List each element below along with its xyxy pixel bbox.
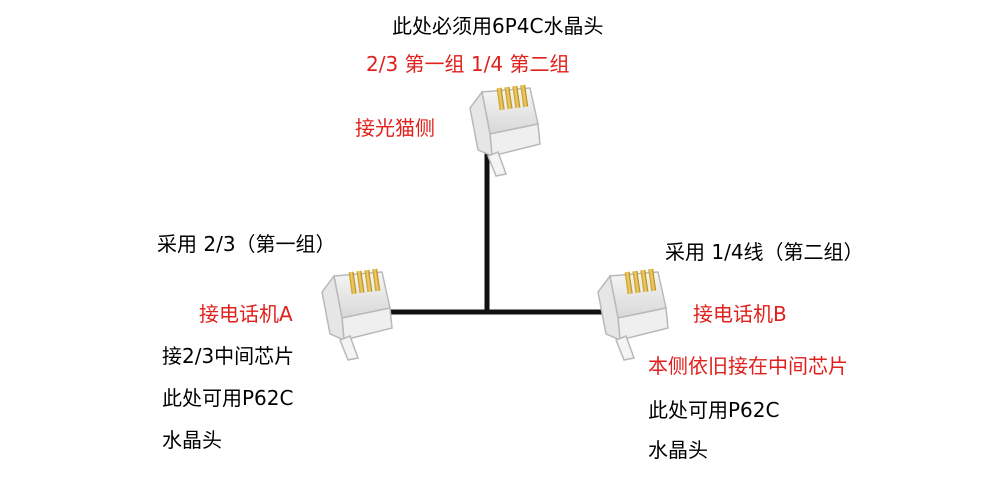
top-label: 接光猫侧 — [355, 116, 435, 140]
right-line1: 本侧依旧接在中间芯片 — [648, 354, 848, 378]
right-line2: 此处可用P62C — [648, 398, 780, 422]
rj-connector-icon — [321, 268, 393, 361]
top-note: 此处必须用6P4C水晶头 — [392, 14, 604, 38]
rj-connector-icon — [469, 84, 541, 177]
right-usage: 采用 1/4线（第二组） — [665, 240, 864, 264]
right-line3: 水晶头 — [648, 438, 708, 462]
rj-connector-icon — [597, 268, 669, 361]
left-line1: 接2/3中间芯片 — [162, 344, 295, 368]
right-label: 接电话机B — [693, 302, 787, 326]
left-usage: 采用 2/3（第一组） — [157, 232, 336, 256]
left-line3: 水晶头 — [162, 428, 222, 452]
top-pair-info: 2/3 第一组 1/4 第二组 — [366, 52, 570, 76]
left-line2: 此处可用P62C — [162, 386, 294, 410]
left-label: 接电话机A — [199, 302, 293, 326]
